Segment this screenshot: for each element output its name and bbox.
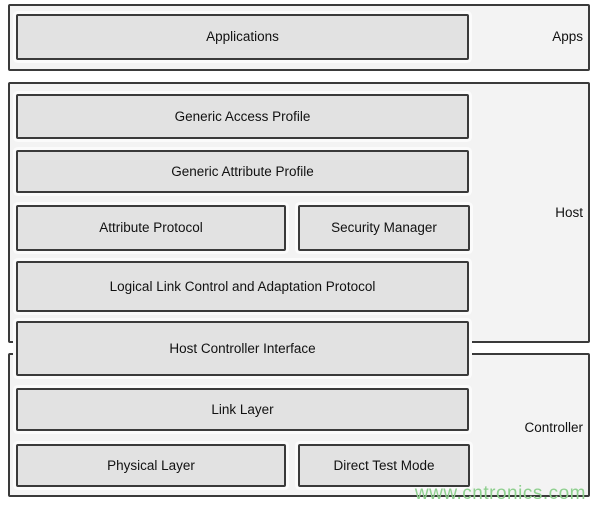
l2cap-label: Logical Link Control and Adaptation Prot… — [109, 278, 376, 294]
host-label: Host — [555, 205, 583, 220]
direct-test-mode-label: Direct Test Mode — [333, 457, 435, 473]
security-manager-label: Security Manager — [331, 220, 437, 236]
l2cap-box: Logical Link Control and Adaptation Prot… — [16, 261, 469, 312]
generic-access-profile-label: Generic Access Profile — [174, 108, 311, 124]
generic-attribute-profile-box: Generic Attribute Profile — [16, 150, 469, 193]
security-manager-box: Security Manager — [298, 205, 470, 251]
generic-access-profile-box: Generic Access Profile — [16, 94, 469, 139]
hci-label: Host Controller Interface — [169, 340, 316, 356]
physical-layer-label: Physical Layer — [107, 457, 195, 473]
watermark: www.cntronics.com — [414, 483, 586, 504]
attribute-protocol-box: Attribute Protocol — [16, 205, 286, 251]
hci-box: Host Controller Interface — [16, 321, 469, 376]
apps-label: Apps — [552, 29, 583, 44]
physical-layer-box: Physical Layer — [16, 444, 286, 487]
generic-attribute-profile-label: Generic Attribute Profile — [171, 163, 314, 179]
applications-box-label: Applications — [206, 29, 279, 45]
controller-label: Controller — [524, 420, 583, 435]
direct-test-mode-box: Direct Test Mode — [298, 444, 470, 487]
applications-box: Applications — [16, 14, 469, 60]
link-layer-box: Link Layer — [16, 388, 469, 431]
attribute-protocol-label: Attribute Protocol — [99, 220, 203, 236]
link-layer-label: Link Layer — [211, 401, 274, 417]
